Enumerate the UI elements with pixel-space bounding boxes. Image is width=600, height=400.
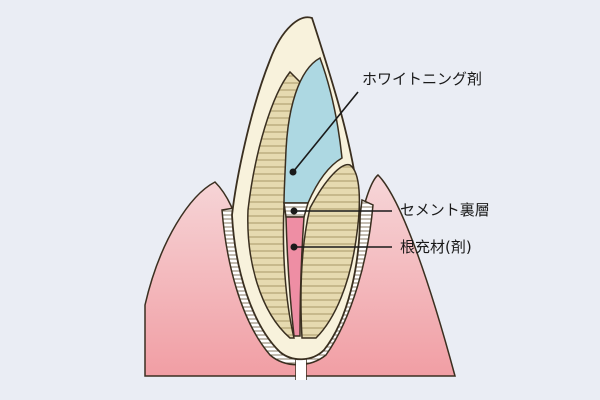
label-root-filling: 根充材(剤) bbox=[400, 238, 472, 256]
leader-dot-whitening bbox=[289, 168, 297, 176]
label-cement-base: セメント裏層 bbox=[400, 201, 490, 219]
leader-whitening bbox=[292, 91, 359, 173]
label-whitening-agent: ホワイトニング剤 bbox=[362, 70, 483, 88]
leader-dot-cement bbox=[290, 207, 298, 215]
root-apex-fill bbox=[296, 352, 306, 380]
leader-dot-root-filling bbox=[290, 243, 298, 251]
